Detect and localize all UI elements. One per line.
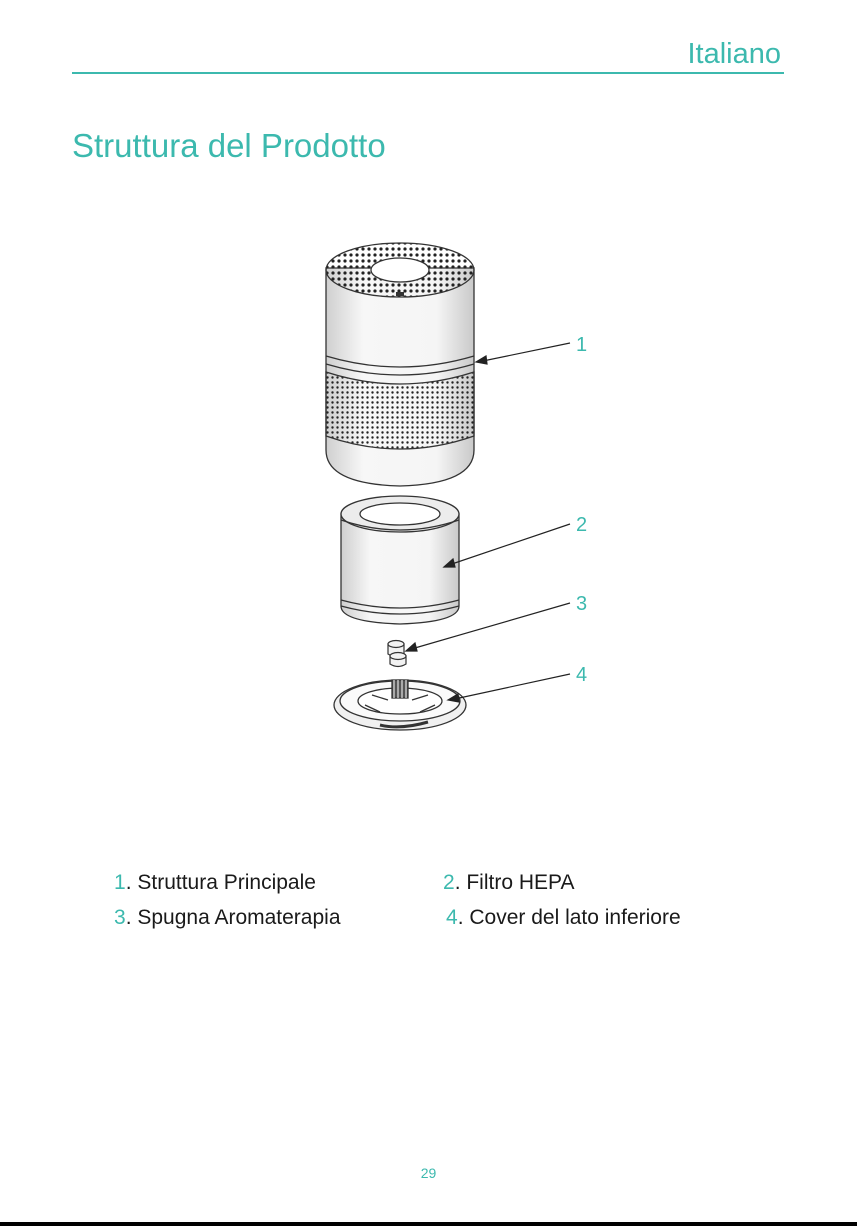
legend-number: 4	[446, 906, 458, 929]
legend-item-3: 3. Spugna Aromaterapia	[114, 906, 341, 930]
main-body-part	[326, 243, 474, 486]
legend-separator: .	[458, 906, 470, 929]
legend-separator: .	[126, 906, 138, 929]
bottom-cover-part	[334, 680, 466, 730]
legend-item-4: 4. Cover del lato inferiore	[446, 906, 681, 930]
bottom-border	[0, 1222, 857, 1226]
legend-item-2: 2. Filtro HEPA	[443, 871, 575, 895]
legend-label: Filtro HEPA	[466, 871, 574, 894]
legend-label: Spugna Aromaterapia	[137, 906, 340, 929]
legend-label: Cover del lato inferiore	[469, 906, 680, 929]
legend-separator: .	[455, 871, 467, 894]
legend-label: Struttura Principale	[137, 871, 316, 894]
legend-number: 3	[114, 906, 126, 929]
callout-2: 2	[576, 514, 587, 537]
callout-3: 3	[576, 593, 587, 616]
aroma-sponge-part	[388, 641, 406, 667]
page-number: 29	[0, 1165, 857, 1181]
callout-1: 1	[576, 334, 587, 357]
hepa-filter-part	[341, 496, 459, 624]
legend-separator: .	[126, 871, 138, 894]
legend-number: 1	[114, 871, 126, 894]
callout-4: 4	[576, 664, 587, 687]
legend-number: 2	[443, 871, 455, 894]
legend-item-1: 1. Struttura Principale	[114, 871, 316, 895]
